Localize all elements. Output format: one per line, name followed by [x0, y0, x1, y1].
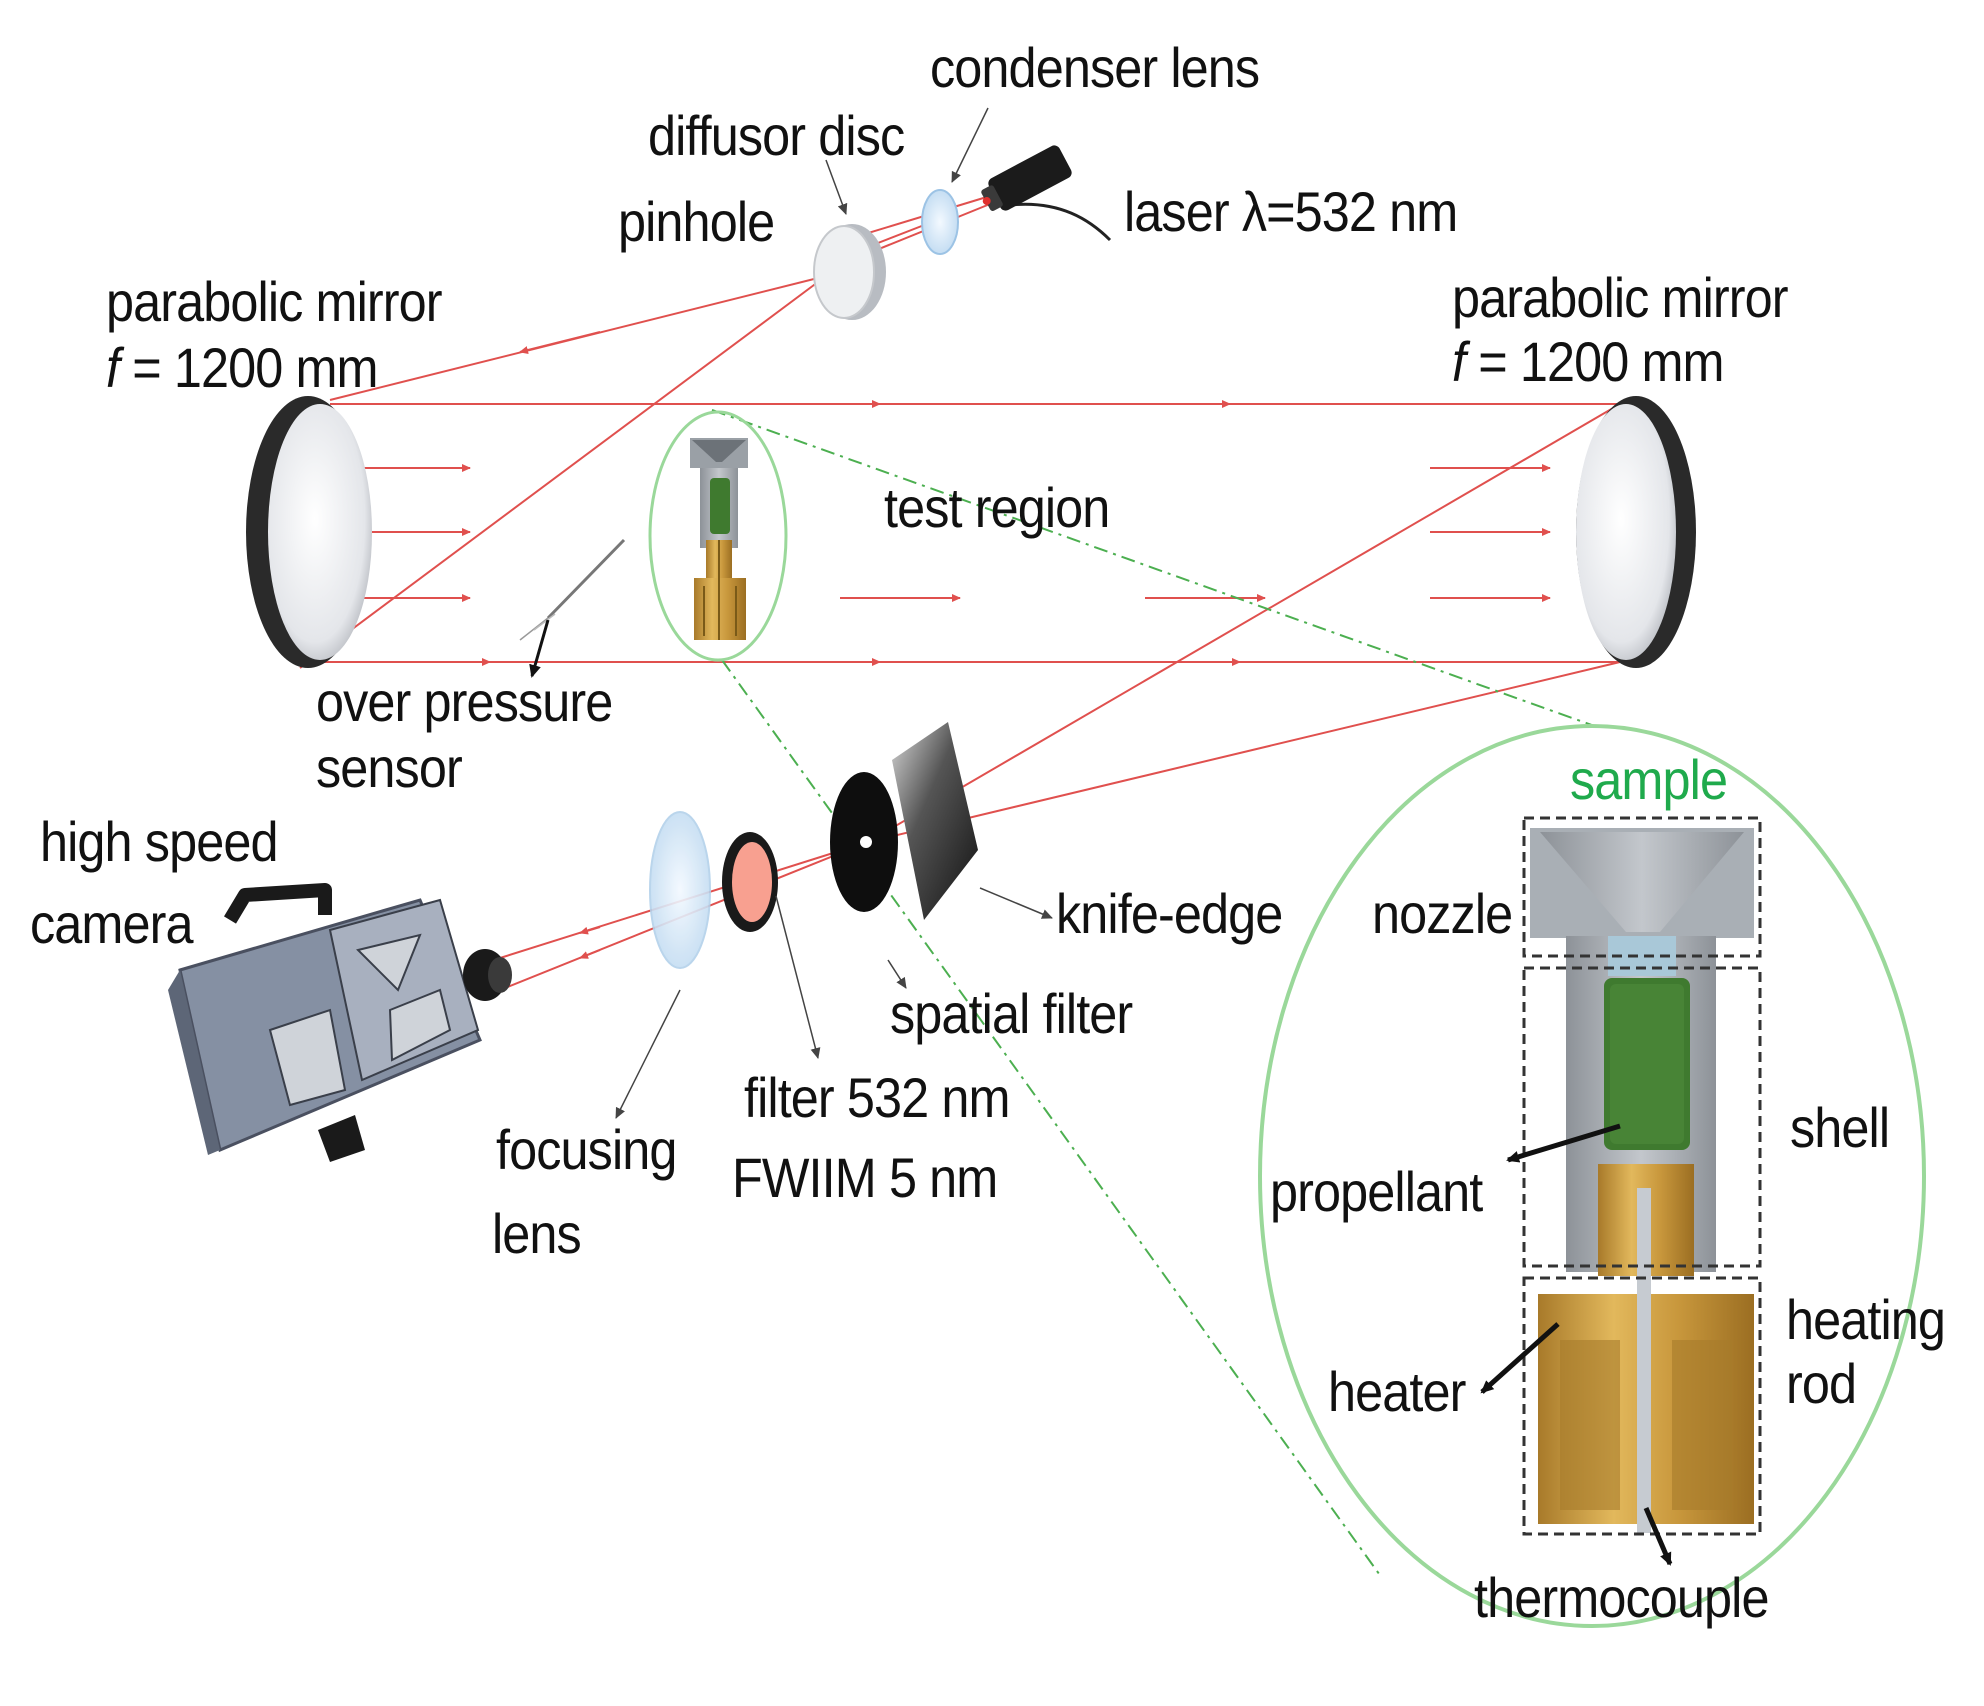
label-laser: laser λ=532 nm: [1124, 180, 1458, 243]
label-heater: heater: [1328, 1360, 1466, 1423]
label-pinhole: pinhole: [618, 190, 775, 253]
diffusor-disc-pinhole: [813, 224, 886, 320]
label-propellant: propellant: [1270, 1160, 1483, 1223]
label-parabolic-mirror-right: parabolic mirror: [1452, 266, 1789, 329]
label-focusing-line2: lens: [492, 1202, 582, 1265]
label-nozzle: nozzle: [1372, 882, 1513, 945]
zoom-guide-lines: [711, 409, 1601, 1579]
high-speed-camera: [168, 883, 512, 1162]
label-filter-line2: FWIIM 5 nm: [732, 1146, 998, 1209]
spatial-filter: [830, 772, 898, 912]
label-diffusor-disc: diffusor disc: [648, 104, 905, 167]
sample-highlight: [648, 410, 788, 662]
label-camera-line1: high speed: [40, 810, 279, 873]
label-parabolic-mirror-left: parabolic mirror: [106, 270, 443, 333]
focal-symbol-left: f: [106, 336, 120, 399]
focusing-lens: [649, 811, 711, 969]
label-heating-rod-line2: rod: [1786, 1352, 1857, 1415]
focal-symbol-right: f: [1452, 330, 1466, 393]
right-parabolic-mirror: [1576, 396, 1696, 668]
label-heating-rod-line1: heating: [1786, 1288, 1946, 1351]
left-parabolic-mirror: [246, 396, 372, 668]
label-condenser-lens: condenser lens: [930, 36, 1260, 99]
laser-source: [981, 145, 1112, 242]
label-test-region: test region: [884, 476, 1110, 539]
label-thermocouple: thermocouple: [1474, 1566, 1769, 1629]
bandpass-filter: [722, 832, 778, 932]
pointer-lines: [615, 107, 1053, 1119]
sample-detail-view: [1258, 724, 1926, 1628]
label-sample: sample: [1570, 748, 1728, 811]
label-spatial-filter: spatial filter: [890, 982, 1133, 1045]
label-knife-edge: knife-edge: [1056, 882, 1283, 945]
condenser-lens: [921, 189, 959, 255]
knife-edge: [892, 722, 978, 920]
label-filter-line1: filter 532 nm: [744, 1066, 1011, 1129]
label-focal-length-left: f = 1200 mm: [106, 340, 379, 396]
focal-value-left: = 1200 mm: [119, 336, 378, 399]
label-focal-length-right: f = 1200 mm: [1452, 334, 1725, 390]
focal-value-right: = 1200 mm: [1465, 330, 1724, 393]
label-over-pressure-line2: sensor: [316, 736, 463, 799]
over-pressure-sensor: [519, 538, 626, 678]
label-focusing-line1: focusing: [496, 1118, 677, 1181]
label-over-pressure-line1: over pressure: [316, 670, 613, 733]
label-camera-line2: camera: [30, 892, 194, 955]
label-shell: shell: [1790, 1096, 1890, 1159]
